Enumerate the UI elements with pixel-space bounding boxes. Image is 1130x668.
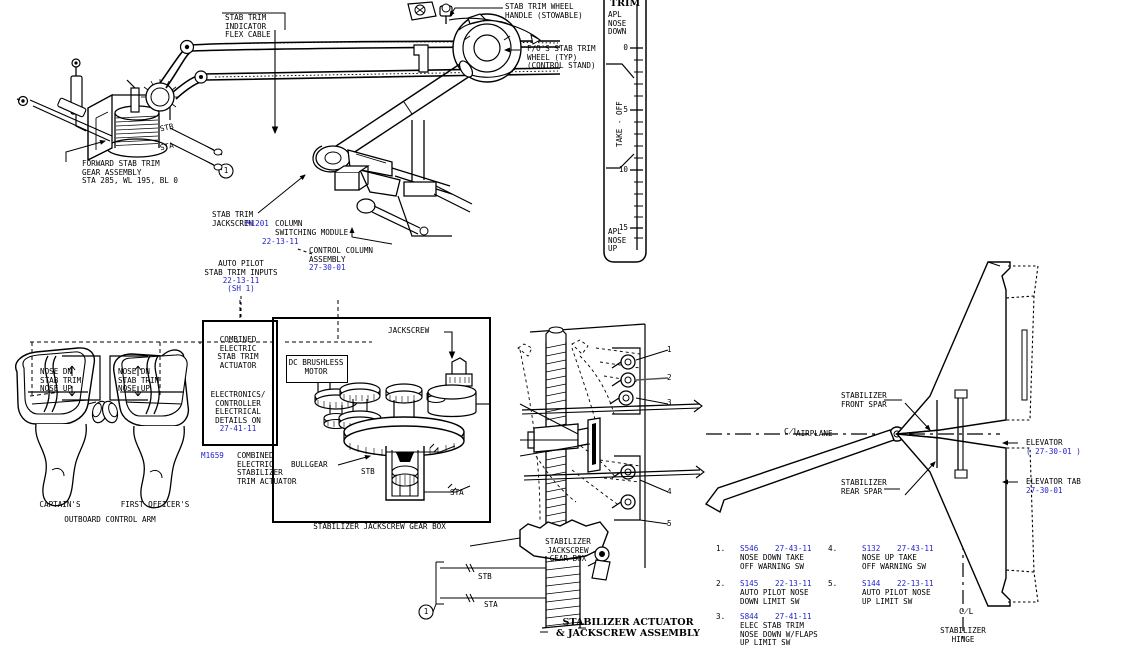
auto-pilot-inputs-ref: 22-13-11 <box>222 276 260 285</box>
electronics-controller-ref: 27-41-11 <box>219 424 257 433</box>
cable-pulleys <box>179 39 208 84</box>
legend-desc-2: AUTO PILOT NOSE DOWN LIMIT SW <box>740 588 809 606</box>
fo-arm-caption: FIRST OFFICER'S <box>120 500 190 509</box>
callout-1-top <box>218 163 234 179</box>
jackscrew-gearbox-drawing <box>314 331 490 501</box>
electronics-controller-note: ELECTRONICS/ CONTROLLER ELECTRICAL DETAI… <box>210 390 266 425</box>
legend-num-5: 5. <box>828 579 838 588</box>
stabilizer-hinge-label: STABILIZER HINGE <box>940 626 986 644</box>
tail-plan-view <box>704 261 1039 640</box>
stab-trim-wheel-handle-label: STAB TRIM WHEEL HANDLE (STOWABLE) <box>505 2 583 20</box>
jackscrew-label: JACKSCREW <box>388 326 430 335</box>
forward-gear-assembly-label: FORWARD STAB TRIM GEAR ASSEMBLY STA 285,… <box>82 159 179 186</box>
legend-code-4: S132 <box>862 544 881 553</box>
legend-desc-3: ELEC STAB TRIM NOSE DOWN W/FLAPS UP LIMI… <box>740 621 818 648</box>
combined-actuator-panel <box>202 320 278 446</box>
gearbox-panel-caption: STABILIZER JACKSCREW GEAR BOX <box>313 522 446 531</box>
gearbox-sta-label: STA <box>450 488 464 497</box>
actuator-part-title: COMBINED ELECTRIC STABILIZER TRIM ACTUAT… <box>237 451 297 486</box>
actuator-assembly-gearbox-label: STABILIZER JACKSCREW GEAR BOX <box>545 537 591 564</box>
control-column-assembly <box>312 120 473 237</box>
dc-brushless-motor-box <box>286 355 348 383</box>
legend-ref-1: 27-43-11 <box>775 544 812 553</box>
assembly-callout-1: 1 <box>667 345 672 354</box>
stabilizer-front-spar-label: STABILIZER FRONT SPAR <box>841 391 887 409</box>
assembly-callout-3: 3 <box>667 398 672 407</box>
flex-cable-label: STAB TRIM INDICATOR FLEX CABLE <box>225 13 271 40</box>
legend-code-1: S546 <box>740 544 759 553</box>
stab-trim-drum <box>87 79 171 162</box>
first-officers-control-arm <box>101 349 190 509</box>
elevator-label: ELEVATOR <box>1026 438 1063 447</box>
trim-tick-15: 15 <box>618 223 628 232</box>
legend-num-1: 1. <box>716 544 726 553</box>
elevator-tab-ref: 27-30-01 <box>1026 486 1063 495</box>
captain-grip-label: NOSE DN STAB TRIM NOSE UP <box>40 367 82 394</box>
control-column-assembly-ref: 27-30-01 <box>309 263 346 272</box>
assembly-callout-5: 5 <box>667 519 672 528</box>
trim-apl-nose-down-label: APL NOSE DOWN <box>608 10 627 37</box>
legend-num-2: 2. <box>716 579 726 588</box>
elevator-tab-label: ELEVATOR TAB <box>1026 477 1081 486</box>
legend-desc-4: NOSE UP TAKE OFF WARNING SW <box>862 553 927 571</box>
stabilizer-actuator-assembly <box>418 323 705 633</box>
captains-control-arm <box>15 347 109 507</box>
column-upper-bracket <box>407 1 437 21</box>
legend-code-3: S844 <box>740 612 759 621</box>
legend-ref-5: 22-13-11 <box>897 579 934 588</box>
legend-desc-5: AUTO PILOT NOSE UP LIMIT SW <box>862 588 931 606</box>
centerline-symbol: C̸L <box>784 427 799 436</box>
legend-code-2: S145 <box>740 579 759 588</box>
trim-apl-nose-up-label: APL NOSE UP <box>608 227 627 254</box>
assembly-stb-label: STB <box>478 572 492 581</box>
stabilizer-rear-spar-label: STABILIZER REAR SPAR <box>841 478 887 496</box>
legend-ref-2: 22-13-11 <box>775 579 812 588</box>
bullgear-label: BULLGEAR <box>291 460 328 469</box>
column-switching-module-part: M1201 <box>246 219 269 228</box>
column-switching-module-title: COLUMN SWITCHING MODULE <box>275 219 349 237</box>
airplane-centerline-label: AIRPLANE <box>796 429 833 438</box>
outboard-control-arm-caption: OUTBOARD CONTROL ARM <box>64 515 156 524</box>
legend-num-3: 3. <box>716 612 726 621</box>
gearbox-panel <box>272 317 491 523</box>
fo-grip-label: NOSE DN STAB TRIM NOSE UP <box>118 367 160 394</box>
trim-tick-0: 0 <box>623 43 628 52</box>
stab-trim-jackscrew-label: STAB TRIM JACKSCREW <box>212 210 254 228</box>
torque-tube <box>329 60 474 164</box>
legend-ref-4: 27-43-11 <box>897 544 934 553</box>
trim-indicator-gauge <box>603 0 647 263</box>
assembly-sta-label: STA <box>484 600 498 609</box>
captain-arm-caption: CAPTAIN'S <box>39 500 81 509</box>
auto-pilot-inputs-title: AUTO PILOT STAB TRIM INPUTS <box>204 259 278 277</box>
assembly-callout-4: 4 <box>667 487 672 496</box>
fo-stab-trim-wheel-label: F/O'S STAB TRIM WHEEL (TYP) (CONTROL STA… <box>527 44 596 71</box>
forward-linkage <box>16 58 113 142</box>
elevator-ref: ( 27-30-01 ) <box>1026 447 1081 456</box>
control-column-assembly-title: CONTROL COLUMN ASSEMBLY <box>309 246 374 264</box>
legend-ref-3: 27-41-11 <box>775 612 812 621</box>
assembly-callout-2: 2 <box>667 373 672 382</box>
trim-indicator-title: TRIM <box>609 0 641 9</box>
column-switching-module-ref: 22-13-11 <box>262 237 299 246</box>
trim-tick-10: 10 <box>618 165 628 174</box>
legend-num-4: 4. <box>828 544 838 553</box>
trim-tick-5: 5 <box>623 105 628 114</box>
actuator-part-number: M1659 <box>201 451 224 460</box>
combined-actuator-heading: COMBINED ELECTRIC STAB TRIM ACTUATOR <box>217 335 259 370</box>
dc-brushless-motor-label: DC BRUSHLESS MOTOR <box>288 358 344 376</box>
auto-pilot-inputs-sheet: (SH 1) <box>227 284 255 293</box>
assembly-item-number: 1 <box>423 607 429 616</box>
actuator-assembly-title: STABILIZER ACTUATOR & JACKSCREW ASSEMBLY <box>555 617 701 639</box>
legend-code-5: S144 <box>862 579 881 588</box>
gearbox-stb-label: STB <box>361 467 375 476</box>
legend-desc-1: NOSE DOWN TAKE OFF WARNING SW <box>740 553 805 571</box>
stab-trim-wheel-assembly <box>413 3 542 83</box>
stabilizer-hinge-cl-symbol: C̸L <box>959 607 974 616</box>
callout-number-top: 1 <box>223 166 229 175</box>
